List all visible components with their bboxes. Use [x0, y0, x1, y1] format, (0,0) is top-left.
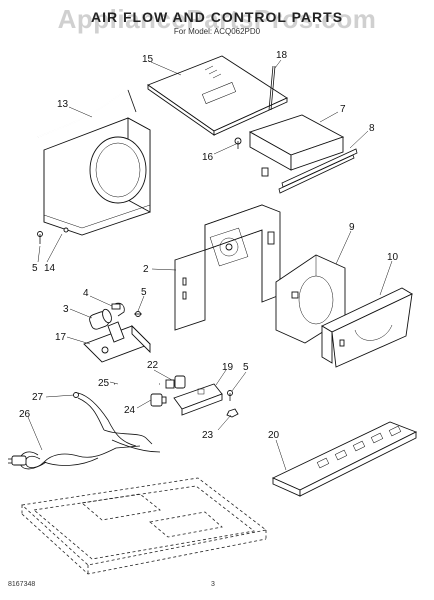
diagram-subtitle: For Model: ACQ062PD0: [173, 27, 261, 36]
callout-22: 22: [147, 360, 159, 371]
callout-20: 20: [268, 430, 280, 441]
part-screw-5-right[interactable]: [227, 390, 233, 402]
part-capacitor[interactable]: [88, 308, 113, 331]
part-nut[interactable]: [226, 408, 239, 418]
callout-9: 9: [349, 222, 355, 233]
part-control-bracket[interactable]: [174, 204, 281, 331]
watermark: AppliancePartsPros.com: [57, 4, 377, 34]
part-drain-pan[interactable]: [271, 421, 418, 497]
part-bracket-strip[interactable]: [278, 148, 358, 194]
part-wire-harness[interactable]: [73, 392, 161, 453]
part-screw-5-middle[interactable]: [134, 311, 142, 317]
part-switch-plate[interactable]: [173, 383, 223, 416]
part-rotary-switch[interactable]: [150, 393, 167, 407]
callout-24: 24: [124, 405, 136, 416]
part-gasket[interactable]: [37, 89, 137, 138]
part-air-shroud[interactable]: [37, 117, 151, 244]
part-screw-16[interactable]: [234, 137, 242, 149]
callout-18: 18: [276, 50, 288, 61]
callout-13: 13: [57, 99, 69, 110]
callout-10: 10: [387, 252, 399, 263]
diagram-title: AIR FLOW AND CONTROL PARTS: [90, 9, 344, 25]
part-clamp[interactable]: [111, 302, 125, 317]
callout-26: 26: [19, 409, 31, 420]
callout-16: 16: [202, 152, 214, 163]
callout-27: 27: [32, 392, 44, 403]
document-number: 8167348: [8, 581, 36, 588]
callout-2: 2: [143, 264, 149, 275]
callout-5-left: 5: [32, 263, 38, 274]
part-orifice-panel[interactable]: [321, 287, 413, 368]
callout-4: 4: [83, 288, 89, 299]
callout-5-right: 5: [243, 362, 249, 373]
part-rod[interactable]: [268, 65, 276, 111]
callout-5-middle: 5: [141, 287, 147, 298]
part-capacitor-bracket[interactable]: [83, 321, 151, 363]
callout-3: 3: [63, 304, 69, 315]
callout-labels: 15 18 13 7 8 16 5 14 9 10 2 4 5 3 17 22 …: [19, 50, 399, 441]
callout-14: 14: [44, 263, 56, 274]
part-switch-knob[interactable]: [165, 375, 186, 389]
part-power-cord[interactable]: [8, 445, 141, 470]
part-top-cover[interactable]: [147, 55, 288, 136]
callout-17: 17: [55, 332, 67, 343]
callout-25: 25: [98, 378, 110, 389]
leader-lines: [27, 59, 393, 471]
callout-7: 7: [340, 104, 346, 115]
part-control-housing[interactable]: [248, 114, 345, 177]
reference-base-outline: [21, 477, 267, 575]
callout-8: 8: [369, 123, 375, 134]
callout-15: 15: [142, 54, 154, 65]
page-number: 3: [211, 581, 215, 588]
callout-23: 23: [202, 430, 214, 441]
callout-19: 19: [222, 362, 234, 373]
